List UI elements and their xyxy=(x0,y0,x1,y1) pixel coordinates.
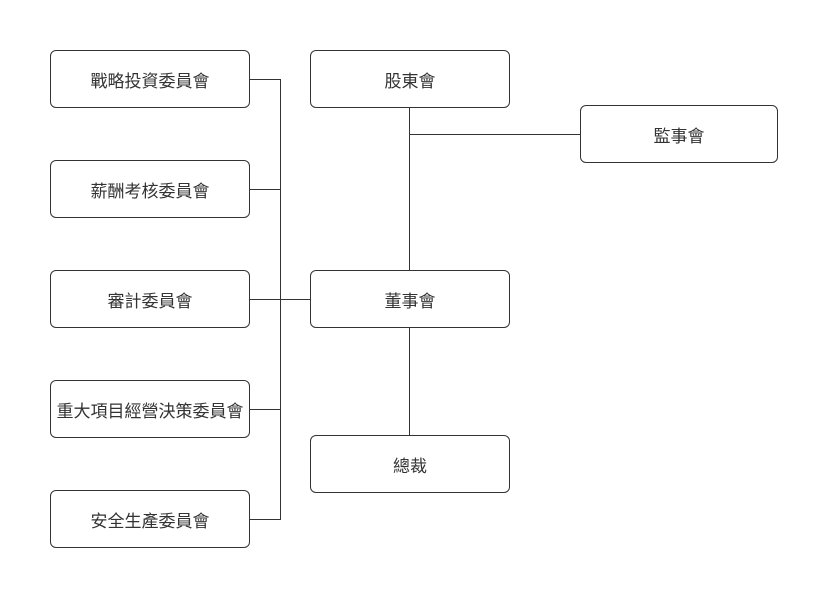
node-remuneration-appraisal-committee: 薪酬考核委員會 xyxy=(50,160,250,218)
connector-board-president-line xyxy=(409,328,411,435)
node-label: 審計委員會 xyxy=(107,291,193,311)
node-label: 股東會 xyxy=(384,71,436,91)
node-label: 戰略投資委員會 xyxy=(90,71,210,91)
connector-audit-to-board-line xyxy=(250,299,310,301)
connector-safety-line xyxy=(250,519,281,521)
node-strategic-investment-committee: 戰略投資委員會 xyxy=(50,50,250,108)
connector-supervisors-line xyxy=(409,134,580,136)
connector-shareholders-board-line xyxy=(409,108,411,270)
node-label: 監事會 xyxy=(653,126,705,146)
connector-strategic-line xyxy=(250,79,281,81)
node-major-project-decision-committee: 重大項目經營決策委員會 xyxy=(50,380,250,438)
node-label: 董事會 xyxy=(384,291,436,311)
connector-major-project-line xyxy=(250,409,281,411)
node-label: 重大項目經營決策委員會 xyxy=(56,401,244,421)
node-label: 安全生產委員會 xyxy=(90,511,210,531)
node-audit-committee: 審計委員會 xyxy=(50,270,250,328)
node-supervisory-board: 監事會 xyxy=(580,105,778,163)
node-safety-production-committee: 安全生產委員會 xyxy=(50,490,250,548)
connector-compensation-line xyxy=(250,189,281,191)
node-label: 總裁 xyxy=(393,456,427,476)
node-president: 總裁 xyxy=(310,435,510,493)
node-label: 薪酬考核委員會 xyxy=(90,181,210,201)
node-board-of-directors: 董事會 xyxy=(310,270,510,328)
node-shareholders-meeting: 股東會 xyxy=(310,50,510,108)
